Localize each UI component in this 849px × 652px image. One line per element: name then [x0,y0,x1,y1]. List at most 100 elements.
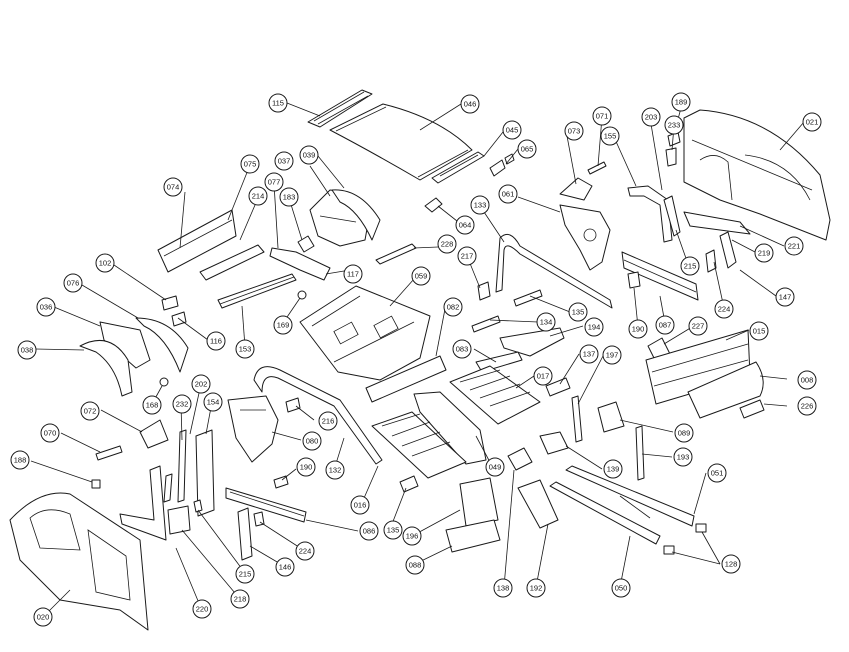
callout-135-top[interactable]: 135 [568,302,588,322]
callout-061[interactable]: 061 [498,184,518,204]
callout-221[interactable]: 221 [784,236,804,256]
callout-089[interactable]: 089 [674,423,694,443]
callout-039[interactable]: 039 [299,145,319,165]
callout-128[interactable]: 128 [721,554,741,574]
svg-text:154: 154 [207,398,220,407]
svg-text:071: 071 [596,112,609,121]
callout-049[interactable]: 049 [485,457,505,477]
callout-038[interactable]: 038 [17,340,37,360]
callout-217[interactable]: 217 [457,246,477,266]
callout-051[interactable]: 051 [707,463,727,483]
callout-224-left[interactable]: 224 [295,541,315,561]
callout-224-right[interactable]: 224 [714,299,734,319]
callout-036[interactable]: 036 [36,297,56,317]
part-064-bracket [424,197,443,213]
callout-227[interactable]: 227 [688,316,708,336]
callout-216[interactable]: 216 [318,411,338,431]
callout-193[interactable]: 193 [673,447,693,467]
svg-text:203: 203 [645,113,658,122]
callout-017[interactable]: 017 [533,366,553,386]
part-087-sill-rail-right [621,251,699,301]
callout-215-right[interactable]: 215 [680,256,700,276]
callout-153[interactable]: 153 [235,339,255,359]
callout-134[interactable]: 134 [536,312,556,332]
part-217-bracket [477,281,491,301]
callout-218[interactable]: 218 [230,589,250,609]
callout-196[interactable]: 196 [402,526,422,546]
svg-text:190: 190 [300,463,313,472]
callout-074[interactable]: 074 [163,177,183,197]
callout-080[interactable]: 080 [302,431,322,451]
callout-020[interactable]: 020 [33,607,53,627]
svg-text:015: 015 [753,327,766,336]
callout-088[interactable]: 088 [405,555,425,575]
callout-073[interactable]: 073 [564,121,584,141]
callout-226[interactable]: 226 [797,396,817,416]
callout-139[interactable]: 139 [603,459,623,479]
callout-189[interactable]: 189 [671,92,691,112]
callout-071[interactable]: 071 [592,106,612,126]
callout-046[interactable]: 046 [460,94,480,114]
callout-037[interactable]: 037 [274,151,294,171]
svg-text:089: 089 [678,429,691,438]
callout-214[interactable]: 214 [248,186,268,206]
callout-147[interactable]: 147 [775,287,795,307]
callout-190-left[interactable]: 190 [296,457,316,477]
callout-197[interactable]: 197 [602,345,622,365]
callout-117[interactable]: 117 [343,264,363,284]
callout-137[interactable]: 137 [579,344,599,364]
callout-083[interactable]: 083 [452,339,472,359]
callout-087[interactable]: 087 [655,315,675,335]
callout-135-bottom[interactable]: 135 [383,520,403,540]
callout-077[interactable]: 077 [264,172,284,192]
callout-015[interactable]: 015 [749,321,769,341]
callout-064[interactable]: 064 [455,215,475,235]
callout-155[interactable]: 155 [600,126,620,146]
callout-203[interactable]: 203 [641,107,661,127]
callout-188[interactable]: 188 [10,450,30,470]
callout-115[interactable]: 115 [268,93,288,113]
callout-021[interactable]: 021 [802,112,822,132]
callout-008[interactable]: 008 [797,370,817,390]
callout-194[interactable]: 194 [584,317,604,337]
callout-219[interactable]: 219 [754,243,774,263]
callout-190-right[interactable]: 190 [628,319,648,339]
svg-text:221: 221 [788,242,801,251]
svg-text:202: 202 [195,380,208,389]
svg-text:065: 065 [521,145,534,154]
callout-045[interactable]: 045 [502,120,522,140]
callout-016[interactable]: 016 [350,495,370,515]
callout-233[interactable]: 233 [664,115,684,135]
callout-232[interactable]: 232 [172,394,192,414]
callout-154[interactable]: 154 [203,392,223,412]
callout-086[interactable]: 086 [359,521,379,541]
callout-075[interactable]: 075 [240,154,260,174]
callout-220[interactable]: 220 [192,599,212,619]
callout-050[interactable]: 050 [611,578,631,598]
callout-070[interactable]: 070 [40,423,60,443]
part-046-roof-panel [329,103,473,181]
part-049-tunnel [413,391,487,465]
svg-text:037: 037 [278,157,291,166]
callout-059[interactable]: 059 [411,266,431,286]
callout-192[interactable]: 192 [526,578,546,598]
callout-228[interactable]: 228 [437,234,457,254]
callout-065[interactable]: 065 [517,139,537,159]
callout-146[interactable]: 146 [275,557,295,577]
callout-116[interactable]: 116 [206,331,226,351]
callout-132[interactable]: 132 [325,460,345,480]
callout-169[interactable]: 169 [273,315,293,335]
callout-202[interactable]: 202 [191,374,211,394]
callout-102[interactable]: 102 [95,253,115,273]
callout-133[interactable]: 133 [470,195,490,215]
callout-076[interactable]: 076 [63,273,83,293]
part-153-floor-rail [217,273,297,309]
callout-168[interactable]: 168 [142,395,162,415]
callout-072[interactable]: 072 [80,401,100,421]
callout-138[interactable]: 138 [493,578,513,598]
svg-text:115: 115 [272,99,284,108]
part-137-bracket [545,377,571,397]
callout-183[interactable]: 183 [279,187,299,207]
callout-215-left[interactable]: 215 [235,564,255,584]
callout-082[interactable]: 082 [443,297,463,317]
